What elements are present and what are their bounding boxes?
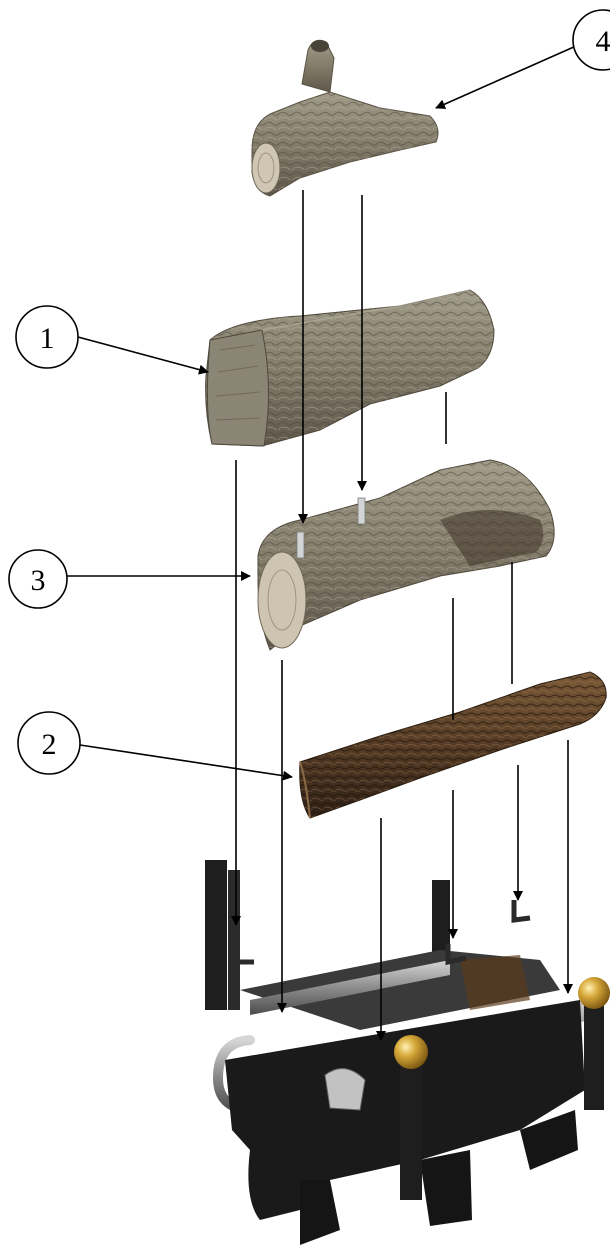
grate-post-left xyxy=(205,860,227,1010)
grate-post-front-right xyxy=(584,1000,604,1110)
callout-2-label: 2 xyxy=(42,728,57,761)
brass-knob-left-icon xyxy=(394,1035,428,1069)
log-4-illustration xyxy=(252,40,438,196)
leader-callout-4 xyxy=(436,46,576,108)
log-1-illustration xyxy=(206,290,494,446)
grate-post-front-left xyxy=(400,1060,422,1200)
leader-callout-1 xyxy=(78,337,208,372)
grate-burner-assembly xyxy=(205,860,610,1245)
callout-2: 2 xyxy=(18,712,80,774)
callout-3-label: 3 xyxy=(31,564,46,597)
leader-callout-2 xyxy=(80,745,292,777)
callout-4: 4 xyxy=(573,10,610,70)
callout-4-label: 4 xyxy=(596,25,610,58)
callout-3: 3 xyxy=(9,550,67,608)
callout-1: 1 xyxy=(16,306,78,368)
brass-knob-right-icon xyxy=(578,977,610,1009)
callout-1-label: 1 xyxy=(40,322,55,355)
